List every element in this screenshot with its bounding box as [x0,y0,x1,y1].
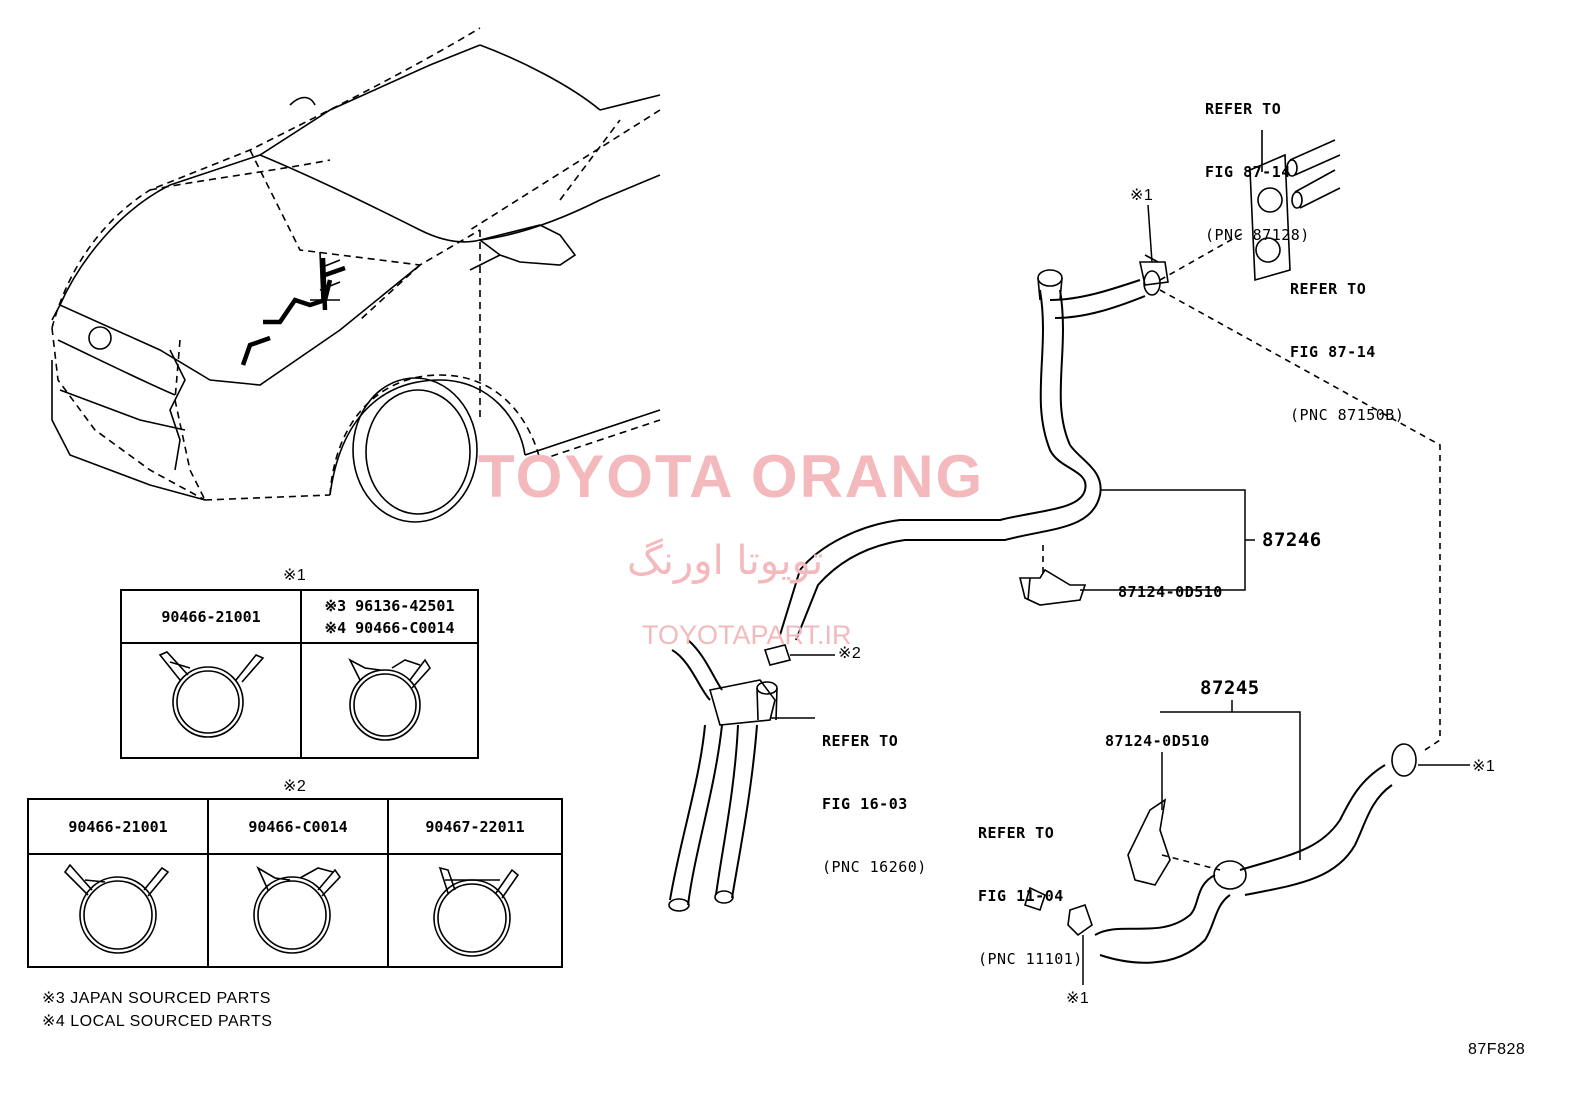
refer-top-line3: (PNC 87128) [1205,226,1310,244]
table1-part-1: 90466-21001 [161,608,261,626]
table2-header-1: 90466-21001 [27,798,209,855]
table2-part-2: 90466-C0014 [248,818,348,836]
refer-top: REFER TO FIG 87-14 (PNC 87128) [1205,57,1310,267]
mark-1-right: ※1 [1472,758,1496,775]
refer-top-line1: REFER TO [1205,100,1282,118]
part-87246-label: 87246 [1262,529,1322,551]
refer-low-line1: REFER TO [978,824,1055,842]
heater-core-pipes [1249,130,1341,282]
refer-right-line2: FIG 87-14 [1290,343,1376,361]
table1-mark: ※1 [283,567,307,584]
table2-clip-cell-3 [387,853,563,968]
part-87124-lower-label: 87124-0D510 [1105,732,1210,750]
water-valve-assembly [668,639,792,912]
hose-87245 [1024,743,1417,964]
refer-low-line2: FIG 11-04 [978,887,1064,905]
table1-clip-cell-2 [300,642,479,759]
refer-mid-line2: FIG 16-03 [822,795,908,813]
table2-header-2: 90466-C0014 [207,798,389,855]
mark-1-top: ※1 [1130,187,1154,204]
table2-header-3: 90467-22011 [387,798,563,855]
watermark-brand-fa: تویوتا اورنگ [627,538,824,584]
part-87245-label: 87245 [1200,677,1260,699]
table1-header-1: 90466-21001 [120,589,302,644]
table1-clip-cell-1 [120,642,302,759]
dashed-leaders [1042,231,1441,871]
figure-code: 87F828 [1468,1041,1526,1058]
part-87124-upper-label: 87124-0D510 [1118,583,1223,601]
note-japan: ※3 JAPAN SOURCED PARTS [42,990,271,1007]
table1-header-2: ※3 96136-42501 ※4 90466-C0014 [300,589,479,644]
clip-top [1139,254,1169,286]
table2-clip-cell-1 [27,853,209,968]
refer-low: REFER TO FIG 11-04 (PNC 11101) [978,781,1083,991]
bracket-upper [1018,568,1087,606]
car-outline [51,27,661,501]
table1-part-2a: ※3 96136-42501 [324,596,455,615]
car-body [51,44,661,523]
mark-2-mid: ※2 [838,645,862,662]
table2-part-3: 90467-22011 [425,818,525,836]
refer-mid-line1: REFER TO [822,732,899,750]
table2-mark: ※2 [283,778,307,795]
watermark-site: TOYOTAPART.IR [642,620,852,650]
refer-right-line1: REFER TO [1290,280,1367,298]
car-hose-location [240,257,346,366]
mark-1-bottom: ※1 [1066,990,1090,1007]
refer-top-line2: FIG 87-14 [1205,163,1291,181]
leader-lines [770,204,1470,985]
refer-right: REFER TO FIG 87-14 (PNC 87150B) [1290,237,1404,447]
watermark-brand: TOYOTA ORANG [478,443,985,510]
clip-table-2: 90466-21001 90466-C0014 90467-22011 [27,798,563,968]
clip-table-1: 90466-21001 ※3 96136-42501 ※4 90466-C001… [120,589,479,759]
refer-low-line3: (PNC 11101) [978,950,1083,968]
table2-part-1: 90466-21001 [68,818,168,836]
note-local: ※4 LOCAL SOURCED PARTS [42,1013,273,1030]
refer-mid-line3: (PNC 16260) [822,858,927,876]
refer-right-line3: (PNC 87150B) [1290,406,1405,424]
table2-clip-cell-2 [207,853,389,968]
table1-part-2b: ※4 90466-C0014 [324,618,455,637]
refer-mid: REFER TO FIG 16-03 (PNC 16260) [822,689,927,899]
